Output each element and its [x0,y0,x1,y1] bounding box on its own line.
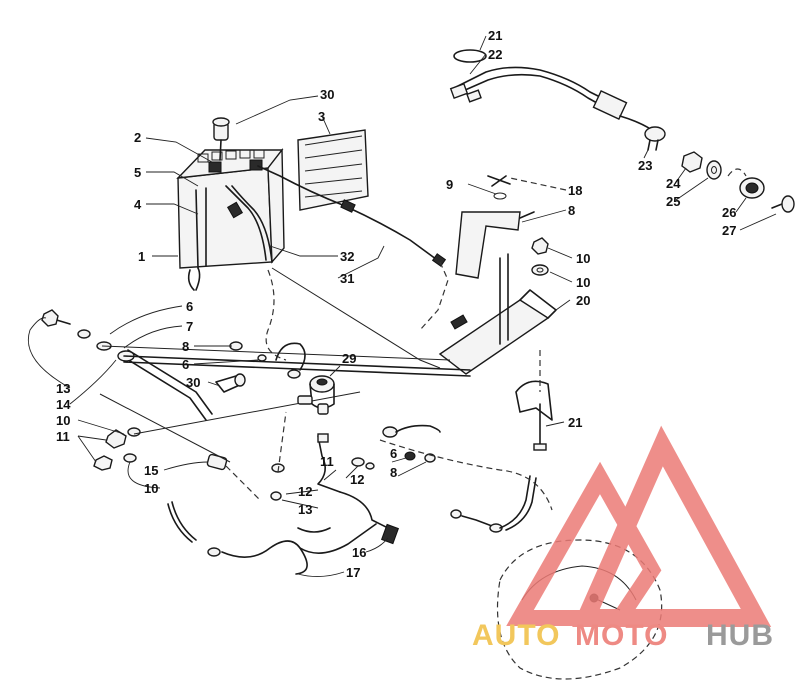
lower-cables [167,491,400,575]
watermark-text: AUTO MOTO HUB [472,619,774,652]
leader-lines [27,35,777,577]
callout-22: 21 [488,28,502,43]
vent-cap [212,117,230,161]
callout-27: 26 [722,205,736,220]
lower-right-cable [379,439,553,533]
callout-19: 18 [568,183,582,198]
watermark-hub: HUB [706,619,774,652]
callout-7: 7 [186,319,193,334]
battery-strap [187,187,207,291]
callout-10-bottom: 10 [144,481,158,496]
callout-17: 16 [352,545,366,560]
callouts: 30 3 2 5 4 1 32 31 21 22 23 24 25 26 27 … [56,28,736,580]
callout-12-a: 11 [320,454,334,469]
watermark-logo [506,425,772,627]
callout-14: 13 [56,381,70,396]
ground-wire-12-13 [270,411,375,501]
callout-15: 14 [56,397,71,412]
support-rod [123,355,471,377]
battery-bracket [438,175,557,375]
callout-32: 32 [340,249,354,264]
watermark-auto: AUTO [472,619,560,652]
starter-solenoid [297,375,335,415]
callout-10-top: 9 [446,177,453,192]
reference-line-3 [133,391,361,435]
callout-25: 24 [666,176,681,191]
callout-8-a: 8 [182,339,189,354]
ground-line [271,267,441,369]
callout-2: 2 [134,130,141,145]
callout-30-b: 30 [186,375,200,390]
callout-28: 27 [722,223,736,238]
routing-dashed-1 [419,261,449,331]
callout-30: 30 [320,87,334,102]
battery [176,148,285,269]
callout-12-b: 12 [298,484,312,499]
callout-23: 22 [488,47,502,62]
callout-29: 29 [342,351,356,366]
callout-1: 1 [138,249,145,264]
routing-dashed-2 [265,269,287,361]
callout-5: 5 [134,165,141,180]
callout-10-right: 10 [576,275,590,290]
bolt-21 [515,350,553,451]
callout-4: 4 [134,197,142,212]
bolt-assembly-left [41,309,261,501]
callout-10-left: 10 [56,413,70,428]
callout-31: 31 [340,271,354,286]
callout-11-left: 11 [56,429,70,444]
callout-11-right: 10 [576,251,590,266]
callout-6-b: 6 [182,357,189,372]
callout-6-a: 6 [186,299,193,314]
callout-8-b: 8 [390,465,397,480]
callout-13-b: 13 [298,502,312,517]
callout-6-c: 6 [390,446,397,461]
callout-18: 17 [346,565,360,580]
reference-line-1 [101,345,451,361]
callout-13-a: 12 [350,472,364,487]
small-hardware-left [229,341,306,379]
battery-cable-negative [225,185,273,263]
callout-21: 21 [568,415,582,430]
nut-washer-right [531,237,549,276]
watermark-moto: MOTO [575,619,668,652]
battery-cover [297,129,369,211]
callout-9: 8 [568,203,575,218]
callout-16: 15 [144,463,158,478]
wiring-harness [449,49,795,213]
callout-24: 23 [638,158,652,173]
callout-26: 25 [666,194,680,209]
callout-3: 3 [318,109,325,124]
vent-fitting [215,373,246,393]
watermark-triangle-outer [572,425,772,627]
callout-20: 20 [576,293,590,308]
battery-cable-positive [257,165,447,267]
